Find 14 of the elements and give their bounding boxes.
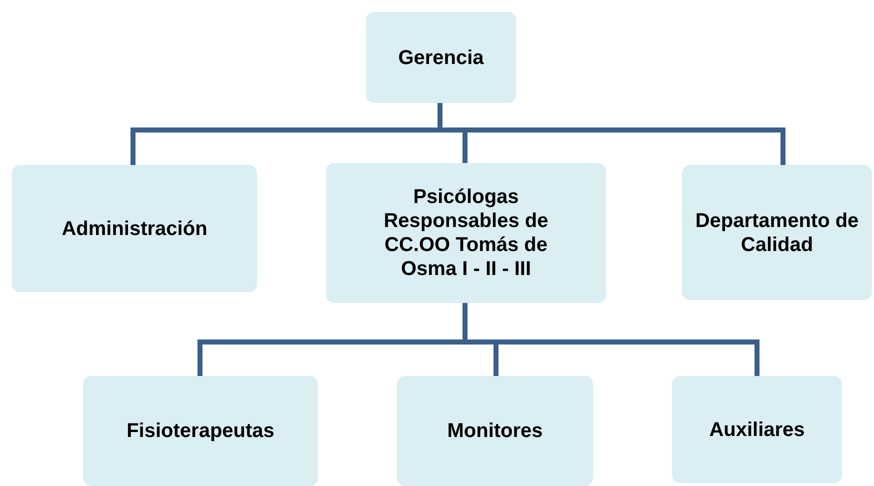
org-box (326, 163, 606, 303)
box-label: Fisioterapeutas (126, 419, 274, 443)
org-box (682, 165, 872, 300)
box-label: Psicólogas Responsables de CC.OO Tomás de Osma I - II - III (382, 185, 550, 281)
org-box (366, 12, 516, 103)
org-box (672, 376, 842, 483)
org-box (83, 376, 318, 486)
box-label: Auxiliares (709, 418, 805, 442)
box-label: Administración (62, 216, 208, 240)
box-label: Departamento de Calidad (694, 208, 860, 256)
org-box (12, 165, 257, 292)
box-label: Monitores (447, 419, 543, 443)
box-label: Gerencia (398, 46, 484, 70)
org-box (397, 376, 593, 486)
